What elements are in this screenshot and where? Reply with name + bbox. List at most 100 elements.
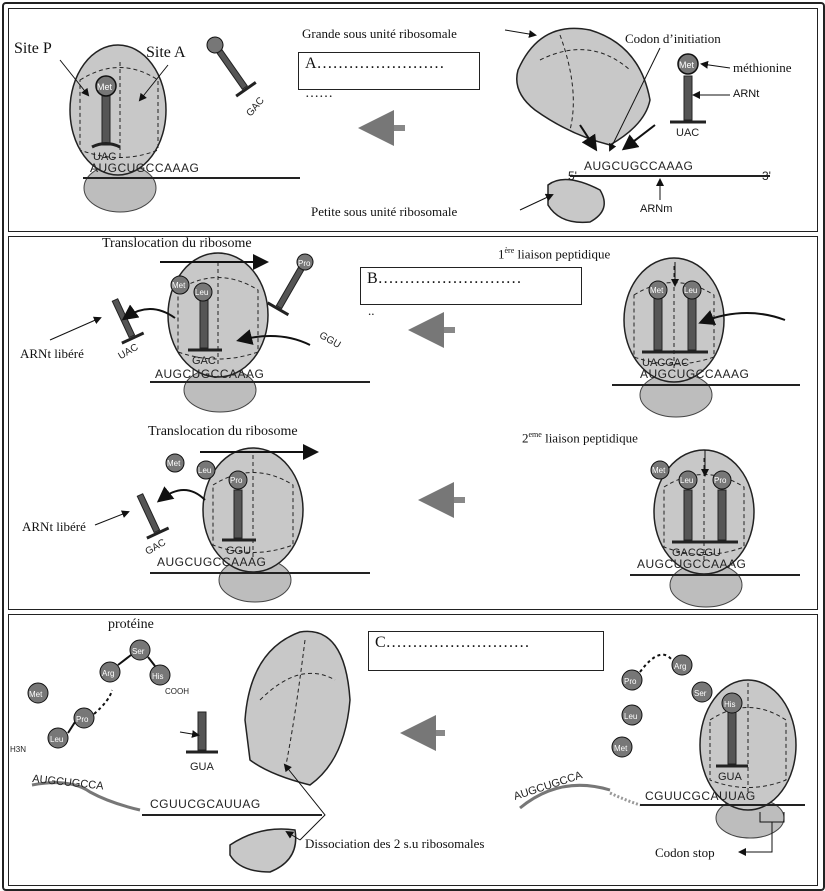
label-large-subunit: Grande sous unité ribosomale	[302, 26, 457, 41]
panel-a-uac-right: UAC	[676, 127, 699, 139]
label-small-subunit: Petite sous unité ribosomale	[311, 204, 458, 219]
panel-b-ribosome-2	[612, 257, 800, 418]
answer-b-text: B………………………	[367, 270, 522, 287]
answer-c-text: C………………………	[375, 634, 530, 651]
svg-text:Leu: Leu	[198, 466, 211, 475]
panel-b-mrna-1: AUGCUGCCAAAG	[155, 367, 264, 381]
trna-gac-released-2	[136, 493, 170, 540]
ribosome-large-subunit	[69, 44, 167, 176]
panel-c-small-subunit	[229, 828, 297, 873]
label-initiation-codon: Codon d’initiation	[625, 31, 721, 46]
trna-pro-incoming	[266, 253, 314, 317]
panel-c-protein	[27, 639, 171, 749]
second-bond-text: liaison peptidique	[541, 430, 638, 446]
label-second-peptide-bond: 2eme liaison peptidique	[522, 430, 638, 446]
svg-text:Leu: Leu	[684, 286, 697, 295]
svg-text:Pro: Pro	[76, 715, 89, 724]
panel-b-ribosome-1	[150, 252, 370, 413]
svg-text:Ser: Ser	[132, 647, 145, 656]
svg-text:Leu: Leu	[195, 288, 208, 297]
panel-b-mrna-4: AUGCUGCCAAAG	[637, 557, 746, 571]
panel-c-gua-left: GUA	[190, 761, 215, 773]
svg-text:Met: Met	[652, 466, 666, 475]
panel-b-ggu-3: GGU	[226, 545, 251, 557]
panel-b-ribosome-3	[150, 447, 370, 603]
label-site-p: Site P	[14, 40, 52, 57]
svg-text:Ser: Ser	[694, 689, 707, 698]
answer-a-text: A……………………	[305, 55, 445, 72]
second-bond-num: 2	[522, 430, 529, 446]
panel-a-large-subunit-free	[516, 27, 651, 146]
label-methionine: méthionine	[733, 60, 792, 75]
answer-a-continuation: ……	[305, 86, 333, 101]
svg-text:Met: Met	[614, 744, 628, 753]
panel-c-mrna-left: AUGCUGCCA	[32, 773, 105, 792]
label-dissociation: Dissociation des 2 s.u ribosomales	[305, 836, 485, 851]
answer-box-a[interactable]: A……………………	[298, 52, 480, 90]
label-site-a: Site A	[146, 44, 186, 61]
label-translocation-2: Translocation du ribosome	[148, 424, 298, 439]
panel-c-cooh: COOH	[165, 687, 189, 696]
svg-text:Met: Met	[679, 60, 695, 70]
svg-text:GGU: GGU	[317, 330, 342, 351]
svg-text:Leu: Leu	[680, 476, 693, 485]
svg-text:Met: Met	[172, 281, 186, 290]
label-released-trna-1: ARNt libéré	[20, 346, 84, 361]
answer-box-b[interactable]: B………………………	[360, 267, 582, 305]
label-protein: protéine	[108, 617, 154, 632]
answer-b-continuation: ..	[368, 303, 375, 318]
svg-text:Arg: Arg	[102, 669, 114, 678]
svg-text:UAC: UAC	[117, 342, 141, 362]
panel-b-gac-1: GAC	[192, 355, 216, 367]
panel-a-ribosome-left	[69, 44, 300, 213]
second-bond-sup: eme	[528, 430, 542, 439]
svg-text:Pro: Pro	[298, 259, 311, 268]
panel-c-large-subunit	[244, 630, 351, 786]
panel-c-mrna-seq-right: CGUUCGCAUUAG	[645, 789, 756, 803]
label-released-trna-2: ARNt libéré	[22, 519, 86, 534]
svg-text:Pro: Pro	[230, 476, 243, 485]
panel-c-h3n: H3N	[10, 745, 26, 754]
label-mrna: ARNm	[640, 203, 673, 215]
label-trna: ARNt	[733, 88, 760, 100]
panel-b-mrna-3: AUGCUGCCAAAG	[157, 555, 266, 569]
trna-gac-free	[206, 36, 257, 98]
svg-text:Leu: Leu	[624, 712, 637, 721]
first-bond-text: liaison peptidique	[514, 246, 611, 262]
svg-text:Met: Met	[29, 690, 43, 699]
svg-text:Pro: Pro	[714, 476, 727, 485]
svg-text:His: His	[152, 672, 164, 681]
label-translocation-1: Translocation du ribosome	[102, 236, 252, 251]
panel-a-three-prime: 3'	[762, 169, 771, 183]
label-first-peptide-bond: 1ère liaison peptidique	[498, 246, 610, 262]
panel-a-anticodon: UAC	[93, 151, 116, 163]
panel-a-met-label: Met	[97, 82, 113, 92]
svg-text:Leu: Leu	[50, 735, 63, 744]
trna-uac-released-1	[111, 298, 145, 345]
panel-c-gua-right: GUA	[718, 771, 743, 783]
svg-text:Arg: Arg	[674, 662, 686, 671]
first-bond-sup: ère	[504, 246, 515, 255]
panel-b-gacggu: GACGGU	[672, 547, 721, 559]
svg-text:His: His	[724, 700, 736, 709]
panel-a-five-prime: 5'	[568, 169, 577, 183]
trna-gua-released	[186, 711, 218, 754]
panel-a-mrna-right: AUGCUGCCAAAG	[584, 159, 693, 173]
panel-b-mrna-2: AUGCUGCCAAAG	[640, 367, 749, 381]
panel-c-ribosome-stop	[611, 653, 797, 839]
panel-b-uacgac: UACGAC	[642, 357, 689, 369]
panel-c-mrna-seq-left: CGUUCGCAUUAG	[150, 797, 261, 811]
label-stop-codon: Codon stop	[655, 845, 715, 860]
answer-box-c[interactable]: C………………………	[368, 631, 604, 671]
panel-a-small-subunit-free	[547, 178, 605, 224]
first-bond-num: 1	[498, 246, 505, 262]
panel-a-trna-met	[670, 53, 706, 124]
panel-a-gac: GAC	[244, 95, 266, 119]
panel-a-mrna-left: AUGCUGCCAAAG	[90, 161, 199, 175]
svg-text:Pro: Pro	[624, 677, 637, 686]
svg-text:Met: Met	[167, 459, 181, 468]
panel-b-ribosome-4	[630, 449, 800, 608]
svg-text:Met: Met	[650, 286, 664, 295]
